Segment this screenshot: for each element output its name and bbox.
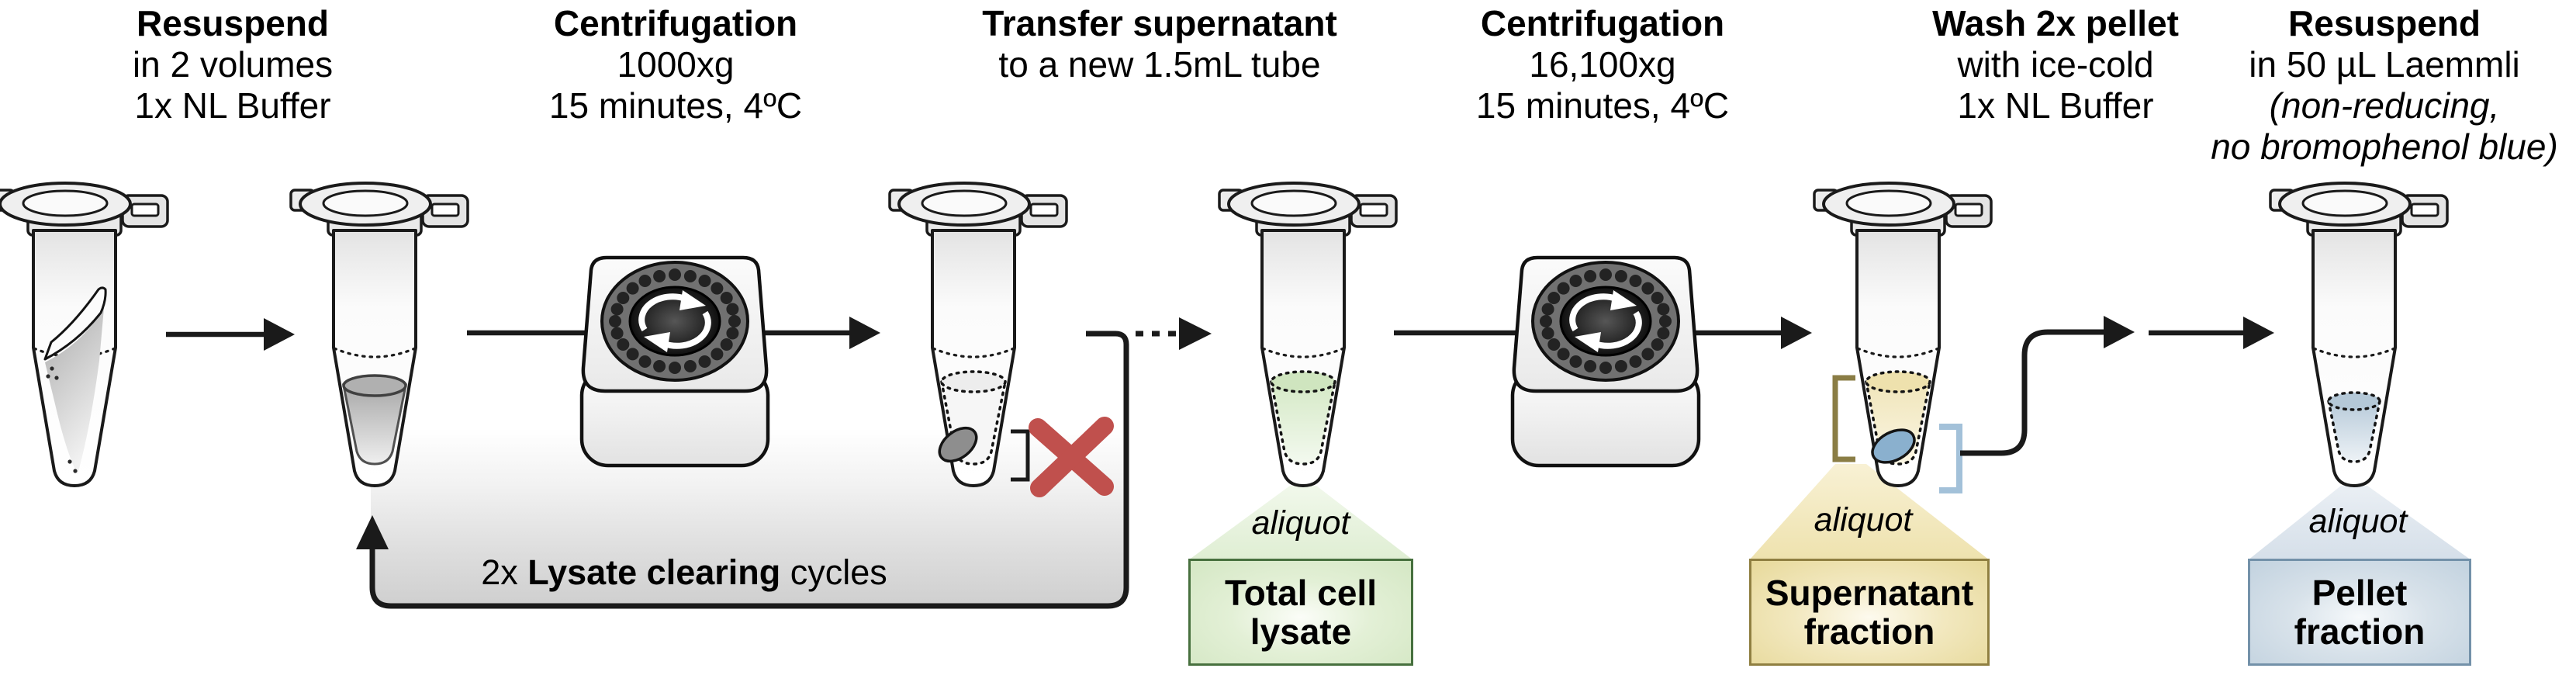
step-detail: 1000xg (617, 44, 735, 85)
step-title: Centrifugation (1480, 3, 1725, 43)
step-detail: no bromophenol blue) (2211, 126, 2558, 167)
fraction-label: fraction (1803, 611, 1935, 652)
fraction-label: Total cell (1225, 573, 1377, 613)
step-detail: 15 minutes, 4ºC (1475, 85, 1730, 126)
step-detail: 1x NL Buffer (134, 85, 331, 126)
discard-pellet (938, 426, 978, 463)
microcentrifuge-tube-icon (1218, 182, 1398, 487)
lysate-clearing-label: 2x Lysate clearing cycles (481, 552, 887, 593)
cell-pellet-smear (45, 308, 104, 474)
loop-label-prefix: 2x (481, 552, 528, 592)
microcentrifuge-tube-icon (0, 182, 169, 487)
centrifuge-icon (574, 254, 776, 480)
step-detail: (non-reducing, (2269, 85, 2500, 126)
fraction-box-total-cell-lysate: Total cell lysate (1188, 559, 1413, 666)
step-header-centrifugation-2: Centrifugation 16,100xg 15 minutes, 4ºC (1476, 3, 1729, 126)
step-detail: with ice-cold (1957, 44, 2154, 85)
step-header-resuspend-1: Resuspend in 2 volumes 1x NL Buffer (133, 3, 333, 126)
fraction-label: fraction (2294, 611, 2426, 652)
microcentrifuge-tube-icon (1813, 182, 1993, 487)
step-title: Resuspend (2288, 3, 2481, 43)
step-header-centrifugation-1: Centrifugation 1000xg 15 minutes, 4ºC (549, 3, 802, 126)
dashed-flow-arrow-icon (1136, 317, 1212, 350)
loop-label-suffix: cycles (780, 552, 887, 592)
lysate-green-liquid (1269, 379, 1337, 466)
fraction-box-pellet: Pellet fraction (2248, 559, 2471, 666)
aliquot-tag-yellow: aliquot (1814, 501, 1913, 538)
elbow-flow-arrow-icon (1960, 316, 2135, 456)
pellet-discard-bracket-icon (1011, 429, 1030, 482)
step-detail: to a new 1.5mL tube (998, 44, 1321, 85)
step-header-wash: Wash 2x pellet with ice-cold 1x NL Buffe… (1932, 3, 2179, 126)
microcentrifuge-tube-icon (888, 182, 1068, 487)
microcentrifuge-tube-icon (2269, 182, 2449, 487)
fraction-label: lysate (1250, 611, 1352, 652)
centrifuge-icon (1505, 254, 1706, 480)
step-title: Wash 2x pellet (1932, 3, 2179, 43)
step-header-transfer: Transfer supernatant to a new 1.5mL tube (982, 3, 1337, 85)
aliquot-funnel-green (1188, 486, 1413, 560)
loop-arrow-icon (356, 331, 1129, 609)
fraction-label: Supernatant (1765, 573, 1974, 613)
aliquot-funnel-blue (2248, 486, 2471, 560)
step-detail: 1x NL Buffer (1957, 85, 2154, 126)
fraction-box-supernatant: Supernatant fraction (1749, 559, 1990, 666)
step-detail: 16,100xg (1529, 44, 1676, 85)
step-title: Centrifugation (553, 3, 798, 43)
fraction-label: Pellet (2311, 573, 2408, 613)
aliquot-tag-green: aliquot (1251, 504, 1350, 542)
flow-arrow-icon (166, 318, 295, 351)
step-header-resuspend-2: Resuspend in 50 µL Laemmli (non-reducing… (2211, 3, 2558, 168)
flow-arrow-icon (2149, 317, 2274, 349)
aliquot-funnel-yellow (1749, 464, 1990, 560)
step-detail: in 2 volumes (132, 44, 334, 85)
membrane-pellet (1871, 428, 1916, 464)
step-title: Transfer supernatant (982, 3, 1337, 43)
step-detail: 15 minutes, 4ºC (548, 85, 803, 126)
step-title: Resuspend (137, 3, 329, 43)
discard-x-icon (1029, 417, 1114, 497)
step-detail: in 50 µL Laemmli (2249, 44, 2520, 85)
pellet-bracket-icon (1939, 424, 1962, 493)
microcentrifuge-tube-icon (289, 182, 469, 487)
supernatant-bracket-icon (1832, 375, 1855, 462)
loop-label-bold: Lysate clearing (527, 552, 781, 592)
aliquot-tag-blue: aliquot (2308, 503, 2408, 540)
